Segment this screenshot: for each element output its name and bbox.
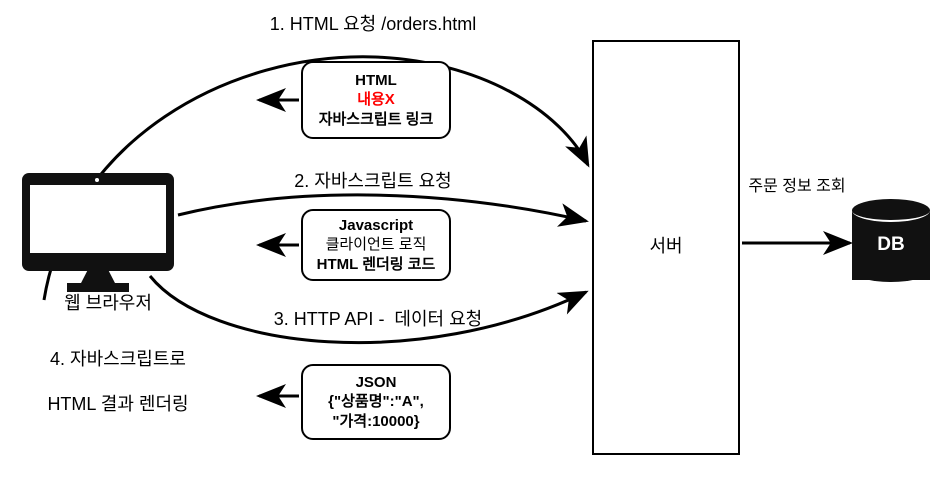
browser-render-note-line2: HTML 결과 렌더링 <box>47 393 189 414</box>
javascript-payload-line1: Javascript <box>338 217 414 235</box>
browser-caption: 웹 브라우저 <box>64 293 152 313</box>
database-icon <box>852 199 930 291</box>
monitor-stand-base <box>67 283 129 292</box>
javascript-payload-line3: HTML 렌더링 코드 <box>316 255 436 273</box>
web-browser-icon <box>22 173 174 292</box>
edge-label-step3: 3. HTTP API - 데이터 요청 <box>273 309 483 329</box>
edge-step3-arrow <box>148 275 589 345</box>
database-label: DB <box>877 234 905 255</box>
html-payload-line2: 내용X <box>357 91 395 109</box>
json-payload-box: JSON {"상품명":"A", "가격:10000} <box>301 364 451 440</box>
json-payload-line2: {"상품명":"A", <box>328 393 424 411</box>
server-box <box>592 40 740 455</box>
monitor-frame <box>22 173 174 271</box>
html-payload-line1: HTML <box>355 72 397 90</box>
browser-render-note: 4. 자바스크립트로 HTML 결과 렌더링 <box>8 325 208 438</box>
database-top-ellipse <box>852 199 930 222</box>
html-payload-line3: 자바스크립트 링크 <box>318 110 434 128</box>
javascript-payload-line2: 클라이언트 로직 <box>325 236 427 254</box>
monitor-screen <box>30 185 166 253</box>
edge-step2-arrow <box>177 193 589 227</box>
json-payload-line3: "가격:10000} <box>332 412 420 430</box>
html-payload-box: HTML 내용X 자바스크립트 링크 <box>301 61 451 139</box>
db-query-edge-label: 주문 정보 조회 <box>748 178 846 195</box>
server-label: 서버 <box>649 236 683 256</box>
browser-render-note-line1: 4. 자바스크립트로 <box>50 348 186 369</box>
monitor-camera-dot <box>95 178 99 182</box>
edge-label-step1: 1. HTML 요청 /orders.html <box>269 14 477 34</box>
json-payload-line1: JSON <box>355 374 397 392</box>
monitor-stand-neck <box>80 271 116 285</box>
javascript-payload-box: Javascript 클라이언트 로직 HTML 렌더링 코드 <box>301 209 451 281</box>
edge-label-step2: 2. 자바스크립트 요청 <box>294 171 452 191</box>
